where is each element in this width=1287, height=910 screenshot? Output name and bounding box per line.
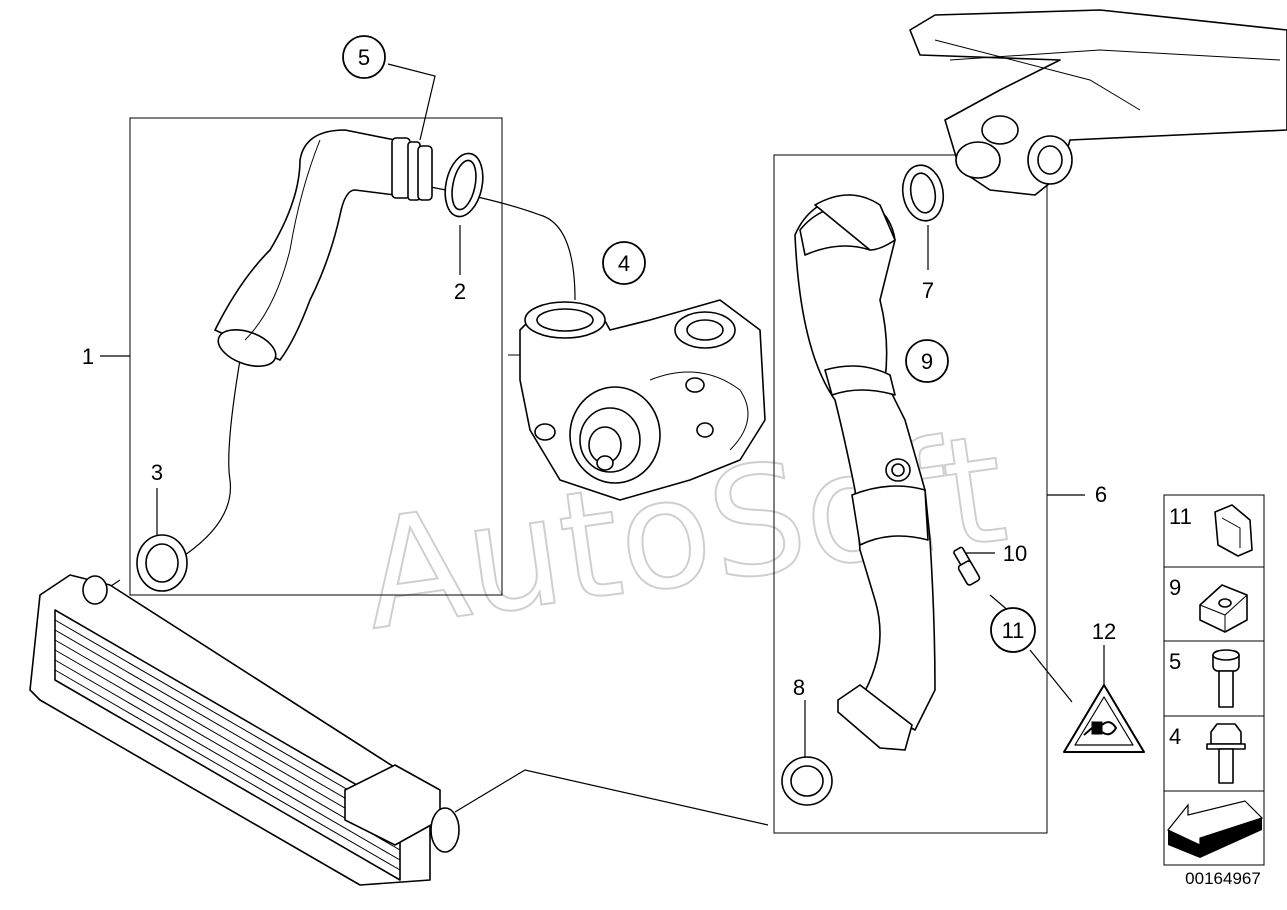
legend-row-5: 5: [1169, 649, 1240, 708]
callout-3-label: 3: [151, 460, 163, 485]
legend-label-5: 5: [1169, 649, 1181, 674]
spring-nut-icon: [1199, 584, 1248, 633]
callout-11: 11: [990, 607, 1036, 653]
legend-label-9: 9: [1169, 575, 1181, 600]
callout-9-label: 9: [921, 349, 933, 374]
legend-label-4: 4: [1169, 724, 1181, 749]
callout-6-label: 6: [1095, 482, 1107, 507]
intercooler: [29, 574, 460, 886]
warning-label-12: [1063, 684, 1145, 753]
callouts: 5 4 9 11 1 2 3 6 7 8 10 12: [82, 35, 1116, 700]
leader-lines: [100, 63, 1105, 826]
turbocharger: [508, 299, 766, 501]
callout-5-label: 5: [358, 45, 370, 70]
callout-10-label: 10: [1003, 541, 1027, 566]
callout-2-label: 2: [454, 279, 466, 304]
seal-ring-7: [901, 164, 945, 222]
seal-ring-8: [781, 756, 833, 806]
socket-bolt-icon: [1212, 649, 1240, 708]
hose-clip-icon: [1214, 504, 1253, 557]
callout-4: 4: [602, 241, 646, 285]
legend-label-11: 11: [1169, 504, 1192, 529]
charge-air-hose-1: [214, 129, 433, 368]
hose-clip-warning-icon: [1083, 721, 1118, 736]
seal-ring-2: [444, 152, 484, 218]
callout-8-label: 8: [793, 675, 805, 700]
legend-row-arrow: [1167, 800, 1264, 858]
group-frame-6: [773, 154, 1048, 834]
callout-12-label: 12: [1092, 619, 1116, 644]
callout-5: 5: [342, 35, 386, 79]
callout-7-label: 7: [922, 278, 934, 303]
hex-bolt-icon: [1206, 723, 1246, 784]
intake-manifold: [909, 9, 1287, 196]
callout-9: 9: [905, 339, 949, 383]
legend-row-4: 4: [1169, 723, 1246, 784]
callout-1-label: 1: [82, 344, 94, 369]
legend-row-9: 9: [1169, 575, 1248, 633]
legend-row-11: 11: [1169, 504, 1253, 557]
seal-ring-3: [136, 534, 188, 592]
sensor-10: [953, 546, 981, 586]
callout-4-label: 4: [618, 251, 630, 276]
callout-11-label: 11: [1002, 618, 1025, 643]
legend-panel: 11 9 5 4: [1163, 494, 1265, 866]
direction-arrow-icon: [1167, 800, 1264, 858]
doc-number: 00164967: [1185, 869, 1261, 888]
charge-air-pipe-6: [794, 194, 936, 751]
